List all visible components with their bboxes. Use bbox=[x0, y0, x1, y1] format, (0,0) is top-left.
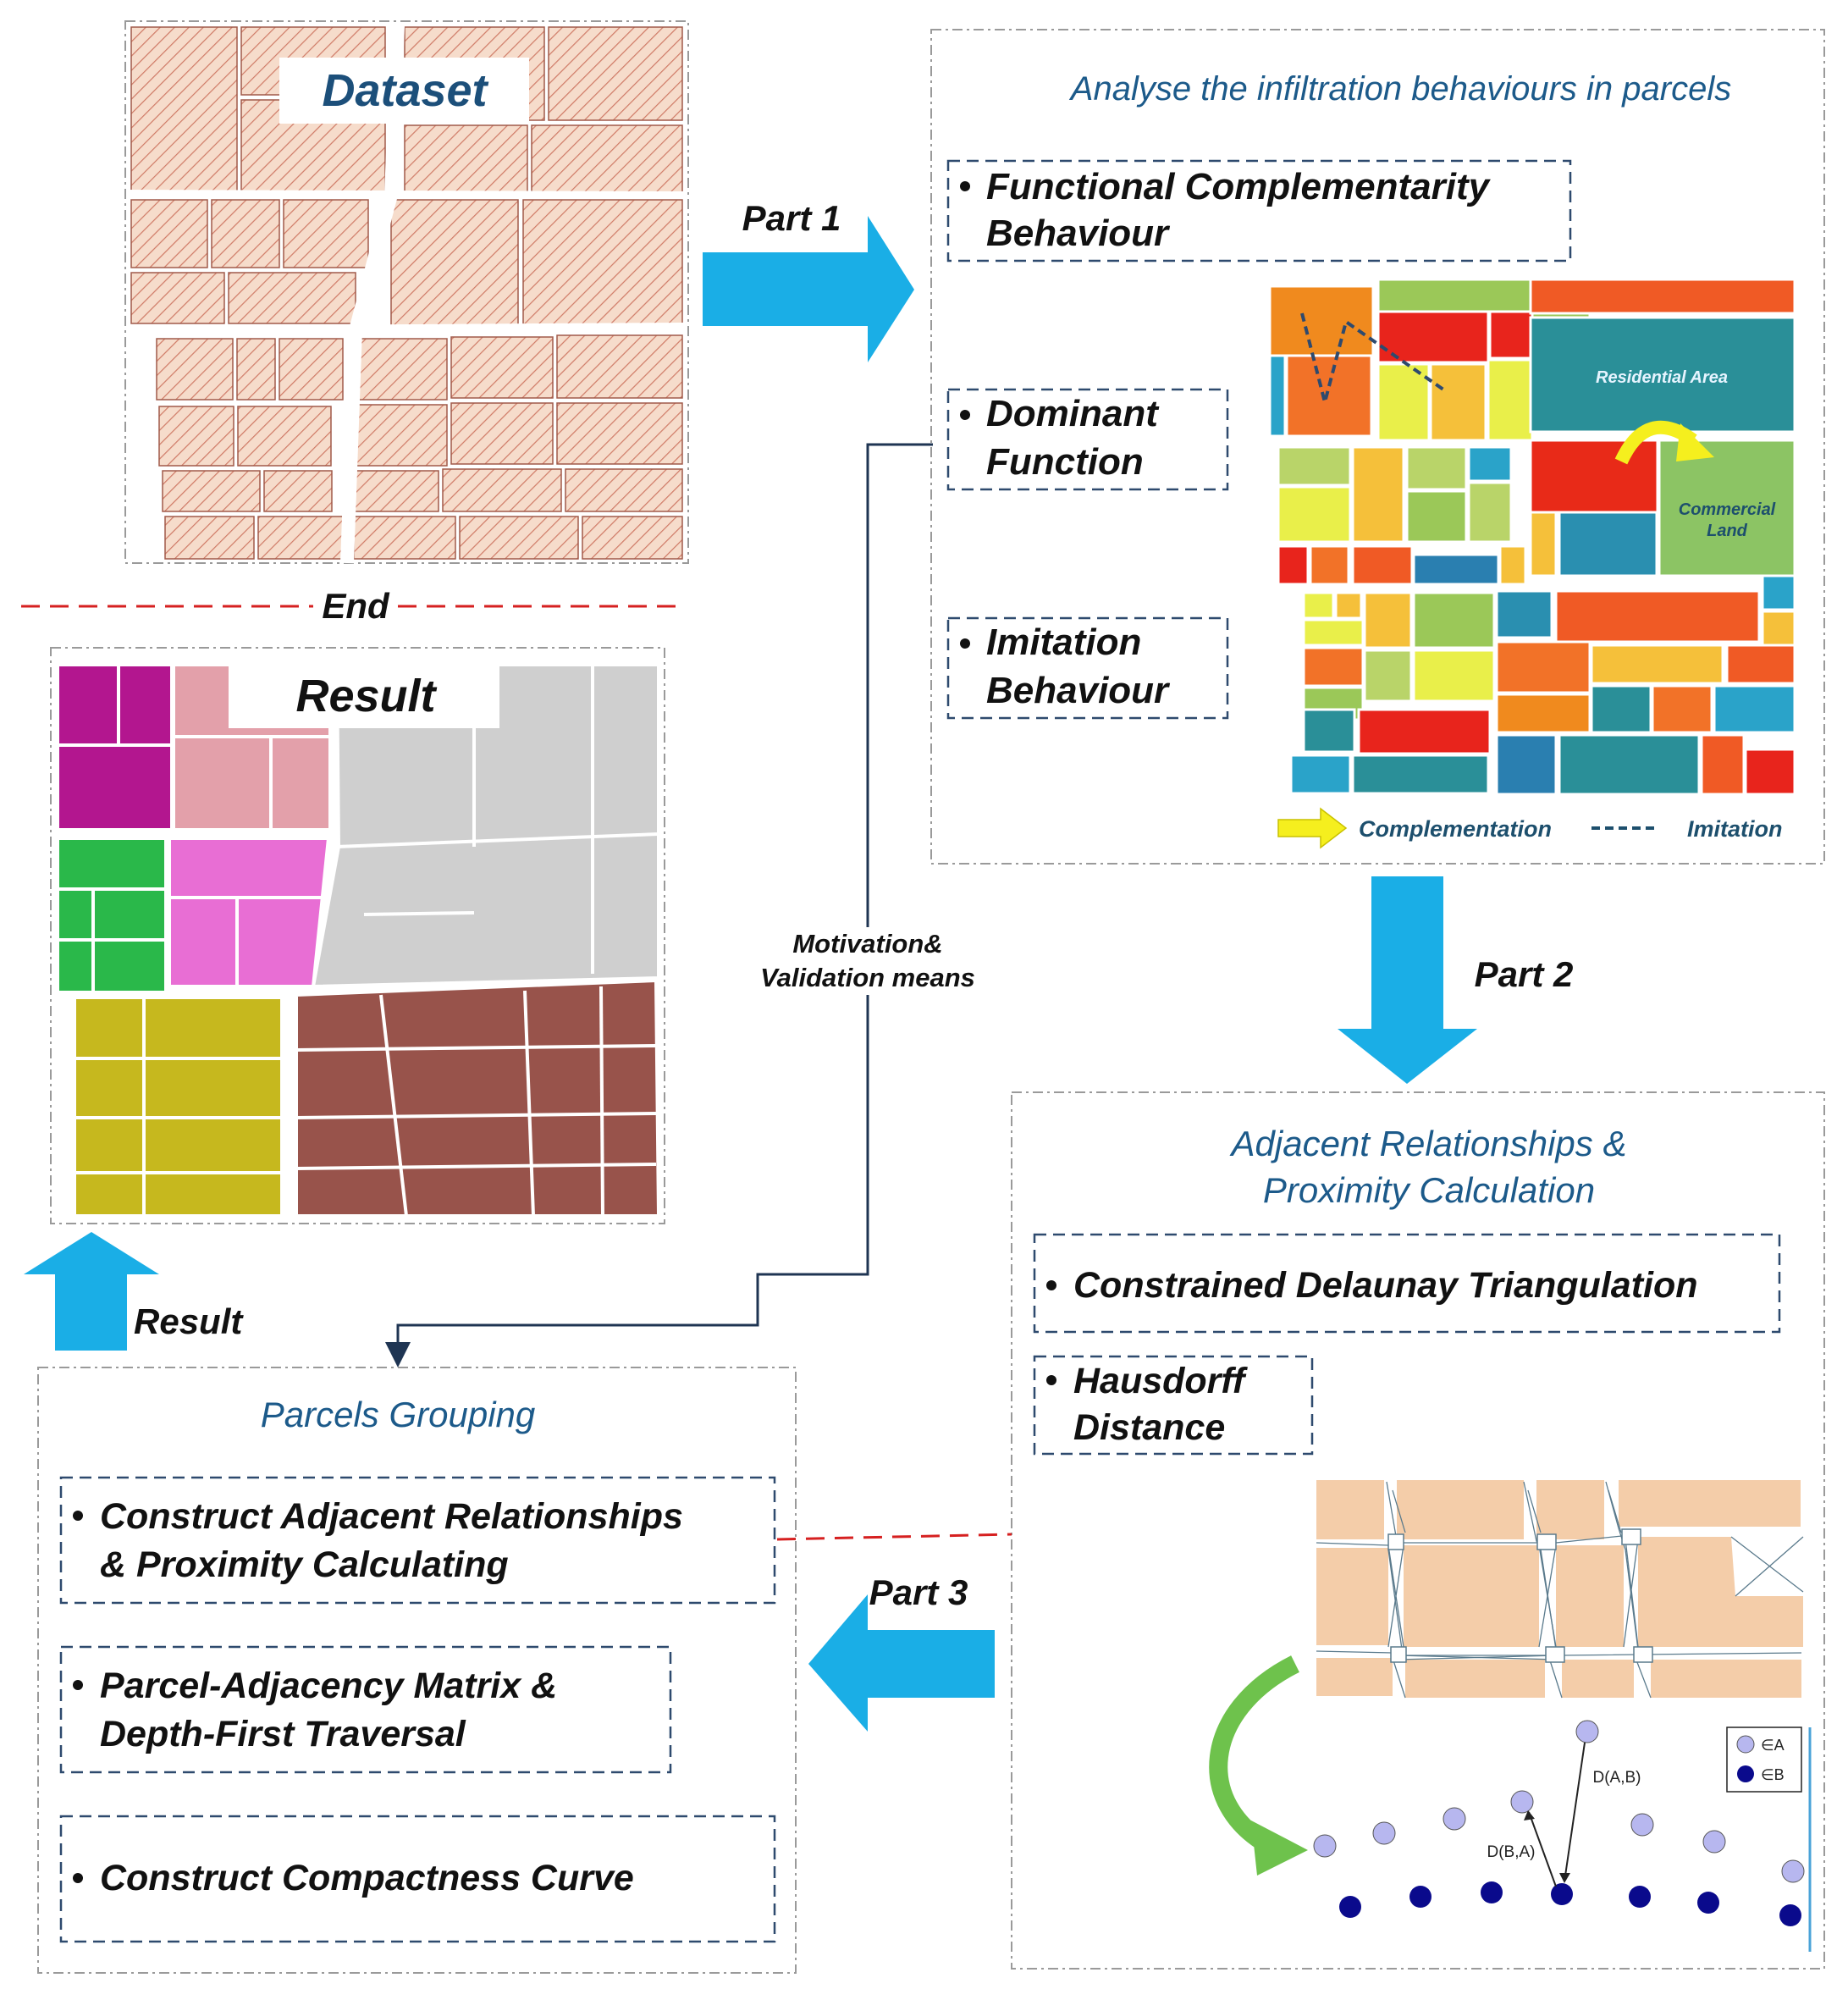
item-line: Constrained Delaunay Triangulation bbox=[1073, 1265, 1698, 1306]
part1-heading: Analyse the infiltration behaviours in p… bbox=[1069, 70, 1731, 108]
result-arrow-label: Result bbox=[134, 1301, 244, 1341]
part1-label: Part 1 bbox=[742, 198, 841, 238]
part3-item-compactness-curve: Construct Compactness Curve bbox=[59, 1815, 776, 1943]
result-map bbox=[56, 663, 661, 1218]
legend-set-a: ∈A bbox=[1761, 1737, 1785, 1754]
part3-heading: Parcels Grouping bbox=[261, 1395, 536, 1434]
behaviour-legend: Complementation Imitation bbox=[1277, 807, 1783, 849]
residential-area-label: Residential Area bbox=[1596, 368, 1728, 387]
item-line: Dominant bbox=[986, 393, 1160, 434]
dataset-title: Dataset bbox=[322, 65, 488, 116]
residential-label-bg bbox=[1581, 364, 1742, 390]
end-divider: End bbox=[21, 586, 684, 626]
item-line: Function bbox=[986, 441, 1144, 483]
green-curve-arrow-icon bbox=[1209, 1655, 1308, 1876]
part2-heading-line2: Proximity Calculation bbox=[1263, 1170, 1595, 1210]
item-line: Behaviour bbox=[986, 670, 1171, 711]
part1-panel: Analyse the infiltration behaviours in p… bbox=[930, 29, 1825, 865]
motivation-label-line1: Motivation& bbox=[792, 929, 942, 959]
legend-complementation: Complementation bbox=[1359, 816, 1552, 842]
end-label: End bbox=[322, 586, 390, 626]
item-line: Imitation bbox=[986, 622, 1141, 663]
part1-item-dominant-function: Dominant Function bbox=[946, 388, 1229, 491]
legend-set-b: ∈B bbox=[1761, 1766, 1785, 1783]
part2-label: Part 2 bbox=[1475, 954, 1574, 994]
delaunay-triangulation-image bbox=[1310, 1478, 1810, 1699]
item-line: Distance bbox=[1073, 1407, 1225, 1448]
hausdorff-illustration: D(A,B) D(B,A) ∈A ∈B bbox=[1313, 1720, 1812, 1952]
part3-arrow: Part 3 bbox=[808, 1572, 995, 1732]
complementation-arrow-icon bbox=[1277, 807, 1348, 849]
commercial-label-line1: Commercial bbox=[1679, 500, 1776, 519]
part1-item-imitation-behaviour: Imitation Behaviour bbox=[946, 616, 1229, 720]
hausdorff-legend bbox=[1726, 1727, 1802, 1793]
commercial-label-line2: Land bbox=[1707, 522, 1748, 540]
dba-label: D(B,A) bbox=[1487, 1843, 1536, 1861]
part3-panel: Parcels Grouping Construct Adjacent Rela… bbox=[37, 1367, 797, 1974]
part2-item-hausdorff: Hausdorff Distance bbox=[1033, 1355, 1314, 1456]
item-line: Depth-First Traversal bbox=[100, 1714, 466, 1754]
motivation-label-line2: Validation means bbox=[760, 963, 975, 992]
part2-panel: Adjacent Relationships & Proximity Calcu… bbox=[1011, 1091, 1825, 1970]
part-link-divider bbox=[776, 1533, 1012, 1541]
part3-item-adjacent-relationships: Construct Adjacent Relationships & Proxi… bbox=[59, 1476, 776, 1605]
part3-item-adjacency-matrix: Parcel-Adjacency Matrix & Depth-First Tr… bbox=[59, 1645, 672, 1774]
part2-heading-line1: Adjacent Relationships & bbox=[1229, 1124, 1627, 1163]
item-line: Construct Adjacent Relationships bbox=[100, 1496, 683, 1537]
motivation-connector: Motivation& Validation means bbox=[385, 443, 993, 1367]
result-title-bg bbox=[229, 662, 499, 728]
part1-arrow: Part 1 bbox=[703, 198, 914, 362]
part3-label: Part 3 bbox=[869, 1572, 968, 1612]
result-title: Result bbox=[295, 671, 437, 721]
item-line: & Proximity Calculating bbox=[100, 1544, 509, 1585]
behaviour-map: Residential Area Commercial Land bbox=[1268, 278, 1796, 796]
result-panel: Result bbox=[50, 647, 665, 1224]
dataset-panel: Dataset bbox=[124, 20, 689, 564]
item-line: Functional Complementarity bbox=[986, 166, 1492, 207]
part2-item-delaunay: Constrained Delaunay Triangulation bbox=[1033, 1233, 1781, 1334]
part2-arrow: Part 2 bbox=[1338, 876, 1573, 1084]
item-line: Parcel-Adjacency Matrix & bbox=[100, 1666, 557, 1706]
result-up-arrow: Result bbox=[24, 1232, 244, 1351]
part1-item-functional-complementarity: Functional Complementarity Behaviour bbox=[946, 159, 1572, 262]
dataset-title-bg bbox=[279, 58, 529, 124]
dataset-map bbox=[126, 25, 687, 564]
item-line: Hausdorff bbox=[1073, 1361, 1248, 1401]
item-line: Construct Compactness Curve bbox=[100, 1858, 634, 1898]
item-line: Behaviour bbox=[986, 213, 1171, 254]
legend-imitation: Imitation bbox=[1687, 816, 1783, 842]
dab-label: D(A,B) bbox=[1593, 1769, 1641, 1787]
